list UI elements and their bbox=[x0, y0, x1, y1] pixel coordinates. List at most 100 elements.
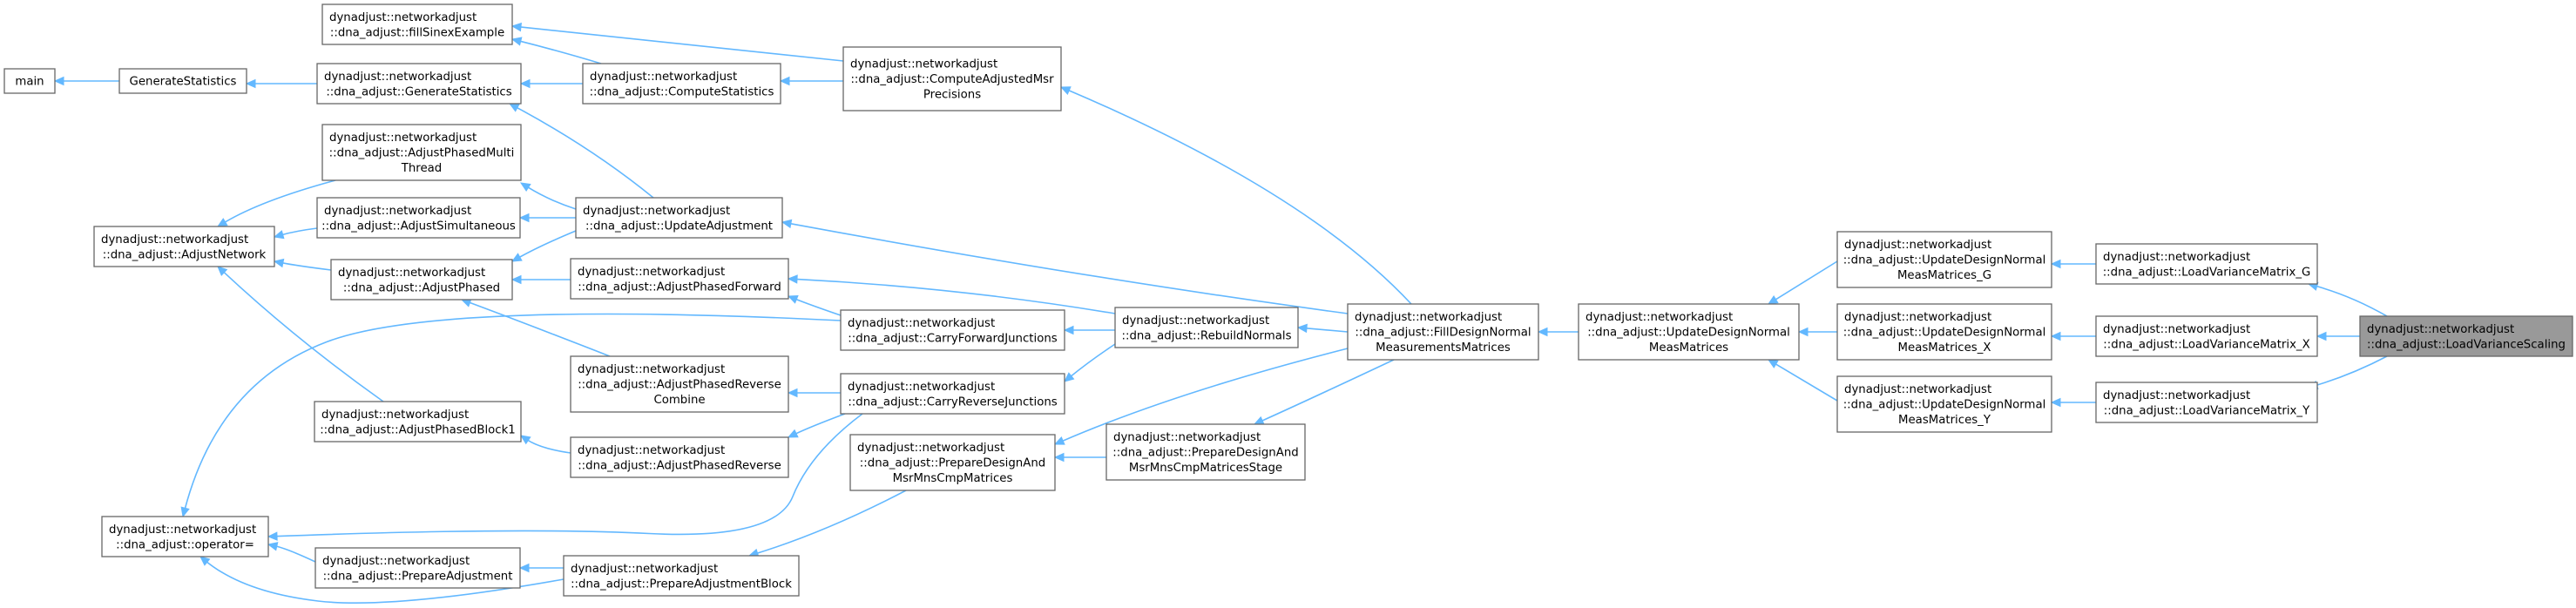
node-box[interactable] bbox=[101, 516, 269, 557]
node-fill-sinex-example[interactable]: dynadjust::networkadjust::dna_adjust::fi… bbox=[321, 3, 513, 45]
node-load-variance-matrix-x[interactable]: dynadjust::networkadjust::dna_adjust::Lo… bbox=[2095, 315, 2318, 357]
edge-line bbox=[1069, 343, 1116, 378]
node-label-line: dynadjust::networkadjust bbox=[590, 71, 737, 84]
node-adjust-network[interactable]: dynadjust::networkadjust::dna_adjust::Ad… bbox=[93, 226, 275, 267]
node-adjust-phased-block1[interactable]: dynadjust::networkadjust::dna_adjust::Ad… bbox=[314, 401, 522, 442]
node-main[interactable]: main bbox=[3, 68, 56, 94]
edge-arrowhead bbox=[508, 103, 520, 112]
edge-arrowhead bbox=[787, 429, 799, 438]
node-box[interactable] bbox=[570, 436, 789, 478]
node-adjust-phased[interactable]: dynadjust::networkadjust::dna_adjust::Ad… bbox=[330, 259, 513, 301]
node-box[interactable] bbox=[1836, 375, 2052, 433]
node-box[interactable] bbox=[321, 124, 522, 181]
edge-line bbox=[468, 301, 611, 357]
node-box[interactable] bbox=[842, 46, 1062, 111]
node-prepare-adjustment-block[interactable]: dynadjust::networkadjust::dna_adjust::Pr… bbox=[563, 555, 800, 597]
node-adjust-phased-forward[interactable]: dynadjust::networkadjust::dna_adjust::Ad… bbox=[570, 258, 789, 300]
node-box[interactable] bbox=[1836, 303, 2052, 361]
node-box[interactable] bbox=[563, 555, 800, 597]
edge-line bbox=[1061, 348, 1349, 442]
node-update-design-normal-meas-g[interactable]: dynadjust::networkadjust::dna_adjust::Up… bbox=[1836, 231, 2052, 288]
node-fill-design-normal[interactable]: dynadjust::networkadjust::dna_adjust::Fi… bbox=[1347, 303, 1539, 361]
node-label-line: dynadjust::networkadjust bbox=[324, 71, 471, 84]
node-label-line: dynadjust::networkadjust bbox=[848, 317, 995, 330]
node-update-design-normal-meas[interactable]: dynadjust::networkadjust::dna_adjust::Up… bbox=[1578, 303, 1800, 361]
node-box[interactable] bbox=[314, 547, 521, 589]
node-box[interactable] bbox=[1836, 231, 2052, 288]
node-box[interactable] bbox=[840, 373, 1065, 415]
node-box[interactable] bbox=[2095, 382, 2318, 423]
node-update-design-normal-meas-x[interactable]: dynadjust::networkadjust::dna_adjust::Up… bbox=[1836, 303, 2052, 361]
node-compute-statistics[interactable]: dynadjust::networkadjust::dna_adjust::Co… bbox=[582, 63, 781, 105]
node-box[interactable] bbox=[849, 434, 1056, 491]
node-box[interactable] bbox=[1578, 303, 1800, 361]
edge-update_design_normal_meas-to-fill_design_normal bbox=[1537, 327, 1579, 337]
node-label-line: dynadjust::networkadjust bbox=[578, 363, 725, 376]
edge-arrowhead bbox=[245, 78, 256, 89]
node-box[interactable] bbox=[321, 3, 513, 45]
node-box[interactable] bbox=[330, 259, 513, 301]
node-rebuild-normals[interactable]: dynadjust::networkadjust::dna_adjust::Re… bbox=[1114, 307, 1299, 348]
node-box[interactable] bbox=[575, 197, 783, 239]
node-box[interactable] bbox=[3, 68, 56, 94]
node-box[interactable] bbox=[118, 68, 247, 94]
node-adjust-phased-reverse-combine[interactable]: dynadjust::networkadjust::dna_adjust::Ad… bbox=[570, 355, 789, 413]
node-box[interactable] bbox=[314, 401, 522, 442]
node-box[interactable] bbox=[570, 258, 789, 300]
edge-load_variance_scaling-to-load_variance_matrix_x bbox=[2316, 331, 2360, 341]
node-label-line: dynadjust::networkadjust bbox=[324, 205, 471, 218]
node-dna-generate-statistics[interactable]: dynadjust::networkadjust::dna_adjust::Ge… bbox=[316, 63, 522, 105]
node-label-line: dynadjust::networkadjust bbox=[329, 11, 477, 24]
edge-line bbox=[184, 313, 842, 510]
node-box[interactable] bbox=[1347, 303, 1539, 361]
node-label-line: MsrMnsCmpMatricesStage bbox=[1129, 462, 1282, 475]
node-box[interactable] bbox=[316, 63, 522, 105]
node-prepare-design-and-msr[interactable]: dynadjust::networkadjust::dna_adjust::Pr… bbox=[849, 434, 1056, 491]
node-update-adjustment[interactable]: dynadjust::networkadjust::dna_adjust::Up… bbox=[575, 197, 783, 239]
node-adjust-phased-multi-thread[interactable]: dynadjust::networkadjust::dna_adjust::Ad… bbox=[321, 124, 522, 181]
node-label-line: ::dna_adjust::PrepareDesignAnd bbox=[860, 457, 1045, 470]
node-box[interactable] bbox=[2095, 243, 2318, 285]
node-load-variance-matrix-g[interactable]: dynadjust::networkadjust::dna_adjust::Lo… bbox=[2095, 243, 2318, 285]
node-carry-forward-junctions[interactable]: dynadjust::networkadjust::dna_adjust::Ca… bbox=[840, 309, 1065, 351]
edge-carry_reverse_junctions-to-adjust_phased_reverse_combine bbox=[787, 388, 841, 398]
edge-generate_statistics-to-main bbox=[53, 76, 119, 86]
node-label-line: MeasMatrices_Y bbox=[1898, 414, 1991, 427]
node-box[interactable] bbox=[840, 309, 1065, 351]
node-label-line: dynadjust::networkadjust bbox=[850, 58, 997, 71]
node-load-variance-matrix-y[interactable]: dynadjust::networkadjust::dna_adjust::Lo… bbox=[2095, 382, 2318, 423]
node-operator-assign[interactable]: dynadjust::networkadjust::dna_adjust::op… bbox=[101, 516, 269, 557]
node-box[interactable] bbox=[570, 355, 789, 413]
edge-compute_adjusted_msr_precisions-to-fill_sinex_example bbox=[510, 22, 844, 62]
node-update-design-normal-meas-y[interactable]: dynadjust::networkadjust::dna_adjust::Up… bbox=[1836, 375, 2052, 433]
node-box[interactable] bbox=[2095, 315, 2318, 357]
node-generate-statistics[interactable]: GenerateStatistics bbox=[118, 68, 247, 94]
node-label-line: dynadjust::networkadjust bbox=[338, 267, 485, 280]
node-label-line: dynadjust::networkadjust bbox=[571, 563, 718, 576]
node-box[interactable] bbox=[1105, 423, 1306, 481]
node-box[interactable] bbox=[1114, 307, 1299, 348]
node-prepare-adjustment[interactable]: dynadjust::networkadjust::dna_adjust::Pr… bbox=[314, 547, 521, 589]
edge-arrowhead bbox=[519, 435, 531, 445]
edge-update_adjustment-to-adjust_phased_multi_thread bbox=[519, 182, 577, 210]
edge-arrowhead bbox=[1797, 327, 1809, 337]
node-prepare-design-and-msr-stage[interactable]: dynadjust::networkadjust::dna_adjust::Pr… bbox=[1105, 423, 1306, 481]
node-label-line: ::dna_adjust::PrepareDesignAnd bbox=[1112, 447, 1298, 460]
node-adjust-simultaneous[interactable]: dynadjust::networkadjust::dna_adjust::Ad… bbox=[316, 197, 521, 239]
node-label-line: ::dna_adjust::operator= bbox=[116, 538, 254, 551]
node-adjust-phased-reverse[interactable]: dynadjust::networkadjust::dna_adjust::Ad… bbox=[570, 436, 789, 478]
edge-update_adjustment-to-adjust_phased bbox=[510, 230, 577, 262]
edge-fill_design_normal-to-rebuild_normals bbox=[1296, 323, 1349, 334]
node-box[interactable] bbox=[316, 197, 521, 239]
node-label-line: ::dna_adjust::LoadVarianceMatrix_G bbox=[2103, 266, 2311, 279]
node-label-line: dynadjust::networkadjust bbox=[1355, 311, 1502, 324]
node-compute-adjusted-msr-precisions[interactable]: dynadjust::networkadjust::dna_adjust::Co… bbox=[842, 46, 1062, 111]
node-label-line: ::dna_adjust::FillDesignNormal bbox=[1355, 327, 1531, 340]
node-box[interactable] bbox=[582, 63, 781, 105]
node-carry-reverse-junctions[interactable]: dynadjust::networkadjust::dna_adjust::Ca… bbox=[840, 373, 1065, 415]
node-box[interactable] bbox=[93, 226, 275, 267]
edge-arrowhead bbox=[217, 266, 228, 277]
edge-arrowhead bbox=[1063, 325, 1074, 335]
edge-line bbox=[281, 261, 332, 271]
